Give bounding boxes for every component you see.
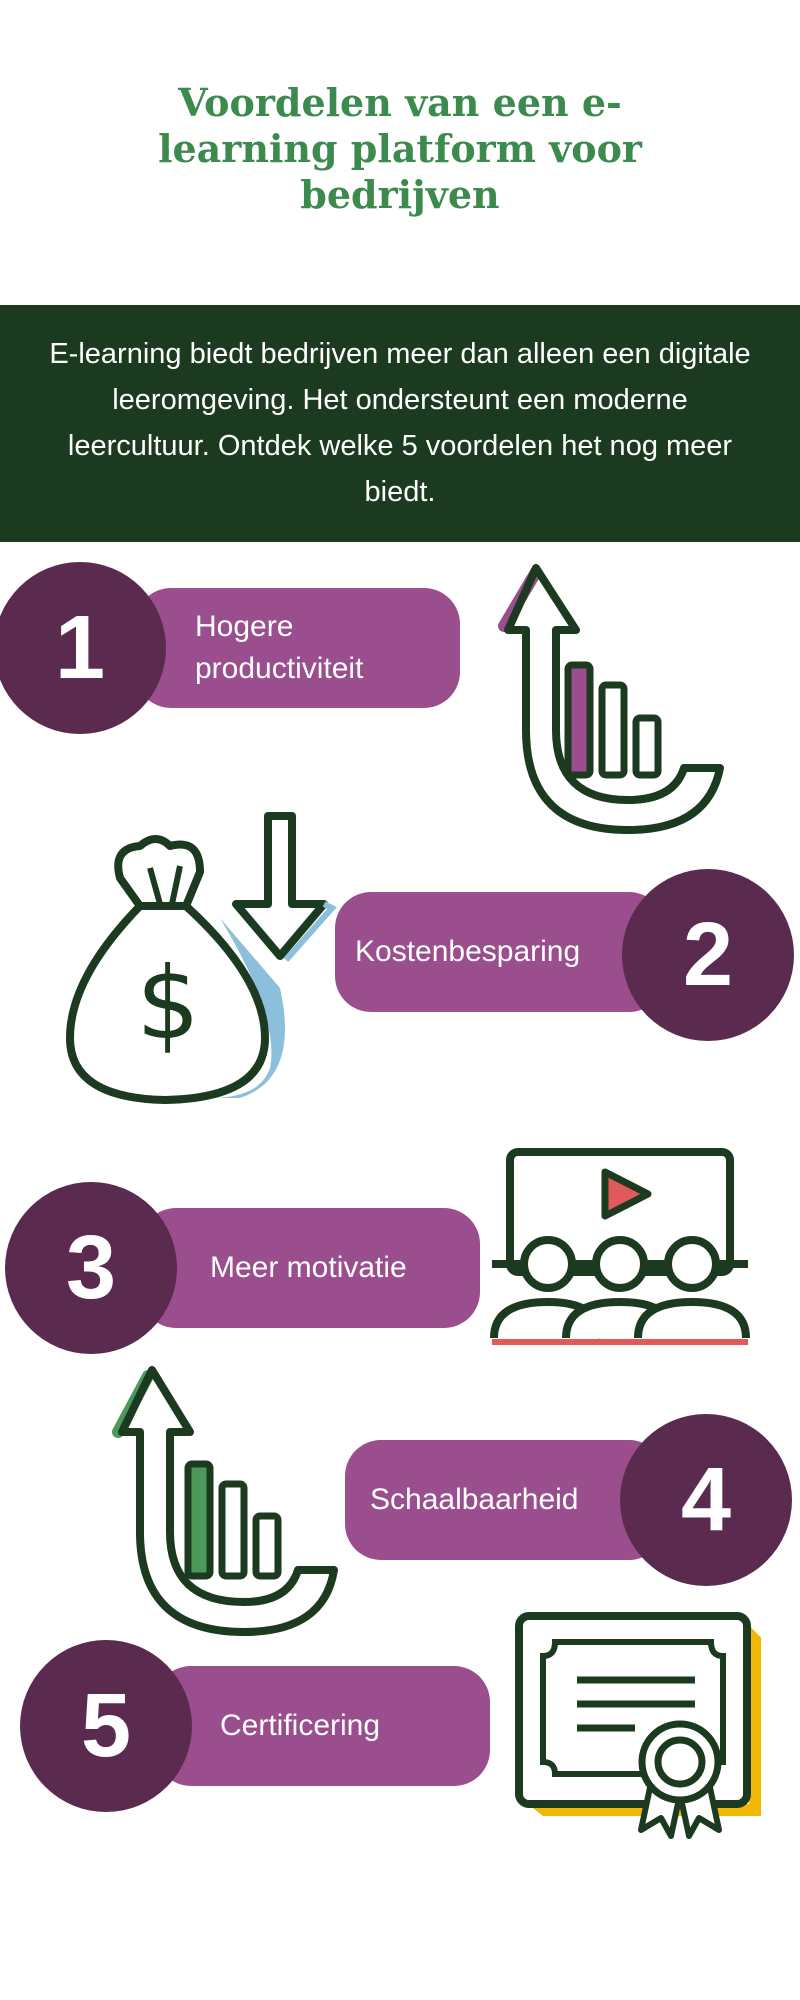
- intro-text: E-learning biedt bedrijven meer dan alle…: [49, 338, 751, 508]
- benefit-number-2: 2: [682, 904, 734, 1005]
- benefit-number-badge-1: 1: [0, 562, 166, 734]
- benefit-label-5: Certificering: [220, 1709, 381, 1742]
- arrow-up-bar-chart-icon: [112, 1366, 338, 1636]
- benefit-number-4: 4: [680, 1449, 732, 1550]
- benefit-number-badge-5: 5: [20, 1640, 192, 1812]
- benefit-label-1: Hogere productiviteit: [195, 610, 364, 685]
- benefit-pill-3: Meer motivatie: [140, 1208, 480, 1328]
- benefit-pill-1: Hogere productiviteit: [135, 588, 460, 708]
- benefit-pill-2: Kostenbesparing: [335, 892, 665, 1012]
- video-audience-icon: [490, 1148, 750, 1345]
- benefit-number-5: 5: [80, 1675, 132, 1776]
- benefit-label-3: Meer motivatie: [210, 1251, 407, 1284]
- page-title: Voordelen van een e-learning platform vo…: [158, 80, 642, 217]
- benefit-number-3: 3: [65, 1217, 117, 1318]
- svg-text:$: $: [136, 945, 200, 1062]
- benefit-number-1: 1: [54, 597, 106, 698]
- benefit-number-badge-2: 2: [622, 869, 794, 1041]
- benefit-label-4: Schaalbaarheid: [370, 1483, 579, 1516]
- benefit-label-2: Kostenbesparing: [355, 935, 581, 968]
- benefit-pill-4: Schaalbaarheid: [345, 1440, 665, 1560]
- benefit-number-badge-4: 4: [620, 1414, 792, 1586]
- benefit-pill-5: Certificering: [155, 1666, 490, 1786]
- intro-banner: E-learning biedt bedrijven meer dan alle…: [0, 305, 800, 542]
- certificate-icon: [515, 1612, 761, 1839]
- benefit-number-badge-3: 3: [5, 1182, 177, 1354]
- arrow-up-bar-chart-icon: [498, 564, 724, 834]
- money-bag-down-arrow-icon: $: [66, 812, 337, 1104]
